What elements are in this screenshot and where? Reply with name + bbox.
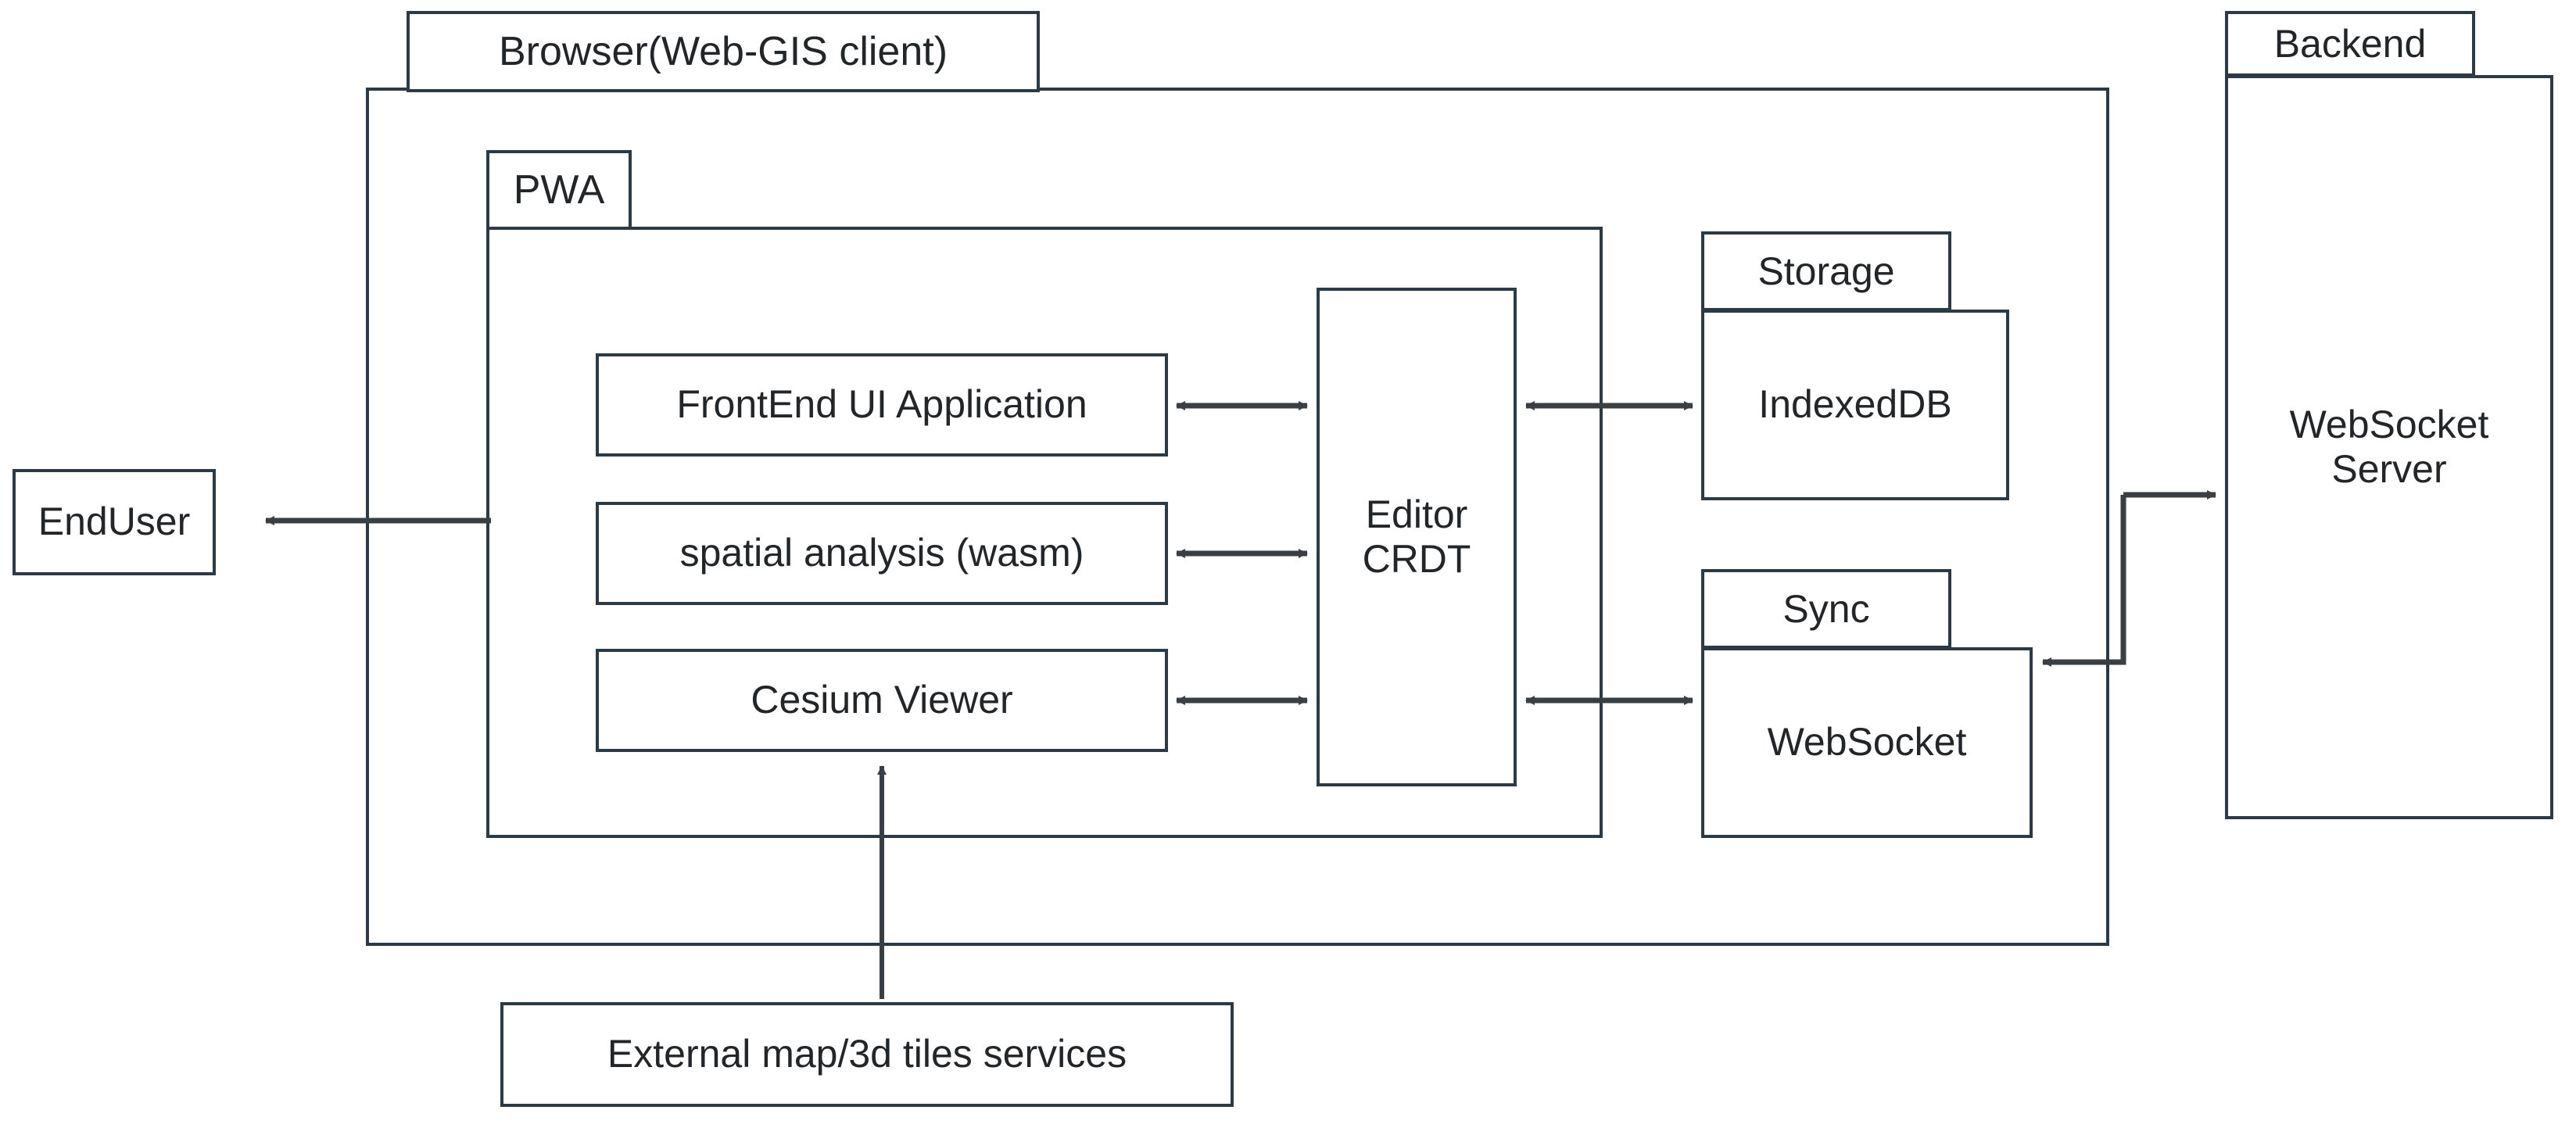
node-external-tiles-label: External map/3d tiles services (607, 1032, 1127, 1076)
container-browser-label-tab: Browser(Web-GIS client) (407, 11, 1040, 92)
container-storage-label: Storage (1757, 249, 1895, 293)
node-indexeddb[interactable]: IndexedDB (1701, 310, 2009, 500)
container-backend-label: Backend (2273, 22, 2427, 66)
node-frontend-ui[interactable]: FrontEnd UI Application (596, 353, 1168, 457)
node-indexeddb-label: IndexedDB (1758, 382, 1952, 427)
node-enduser-label: EndUser (38, 500, 191, 544)
container-pwa-label: PWA (513, 167, 605, 213)
node-spatial-analysis-label: spatial analysis (wasm) (679, 531, 1084, 575)
node-spatial-analysis[interactable]: spatial analysis (wasm) (596, 502, 1168, 605)
node-editor-crdt-label-line2: CRDT (1362, 537, 1471, 581)
node-websocket-server-label-line1: WebSocket (2289, 402, 2489, 446)
node-websocket-server-label-line2: Server (2331, 447, 2447, 491)
node-editor-crdt[interactable]: Editor CRDT (1317, 288, 1517, 786)
container-backend-label-tab: Backend (2225, 11, 2475, 77)
node-websocket-client-label: WebSocket (1767, 720, 1967, 765)
container-sync-label: Sync (1782, 587, 1870, 631)
container-browser-label: Browser(Web-GIS client) (498, 29, 948, 74)
node-websocket-server[interactable]: WebSocket Server (2225, 75, 2553, 819)
node-enduser[interactable]: EndUser (13, 469, 216, 575)
node-frontend-ui-label: FrontEnd UI Application (676, 382, 1087, 427)
container-storage-label-tab: Storage (1701, 231, 1951, 311)
node-websocket-client[interactable]: WebSocket (1701, 647, 2033, 838)
node-editor-crdt-label-line1: Editor (1365, 492, 1468, 536)
node-external-tiles[interactable]: External map/3d tiles services (500, 1002, 1234, 1107)
node-cesium-viewer[interactable]: Cesium Viewer (596, 649, 1168, 752)
container-pwa-label-tab: PWA (486, 150, 632, 230)
node-cesium-viewer-label: Cesium Viewer (751, 678, 1013, 722)
container-sync-label-tab: Sync (1701, 569, 1951, 649)
